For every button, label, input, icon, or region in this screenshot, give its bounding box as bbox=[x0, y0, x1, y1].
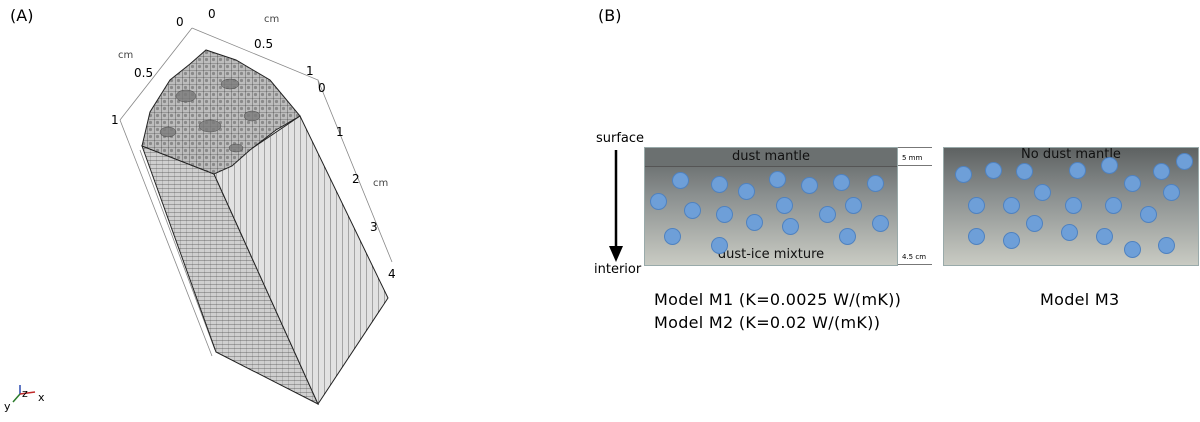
model-m1-label: Model M1 (K=0.0025 W/(mK)) bbox=[654, 290, 902, 309]
unit-z: cm bbox=[373, 178, 388, 189]
ice-grain bbox=[1153, 163, 1170, 180]
scale-45cm: 4.5 cm bbox=[902, 253, 927, 261]
triad-y: y bbox=[4, 400, 11, 413]
ice-grain bbox=[1124, 175, 1141, 192]
column-right-face bbox=[213, 115, 389, 406]
ice-grain bbox=[776, 197, 793, 214]
tick-y-0: 0 bbox=[208, 7, 216, 21]
tick-x-1: 1 bbox=[111, 113, 119, 127]
ice-grain bbox=[833, 174, 850, 191]
ice-grain bbox=[839, 228, 856, 245]
ice-grain bbox=[1026, 215, 1043, 232]
triad-z: z bbox=[22, 387, 28, 400]
ice-grain bbox=[1065, 197, 1082, 214]
ice-grain bbox=[746, 214, 763, 231]
dust-mantle-layer: dust mantle bbox=[645, 148, 897, 167]
ice-grain bbox=[1176, 153, 1193, 170]
model-m3-label: Model M3 bbox=[1040, 290, 1120, 309]
ice-grain bbox=[845, 197, 862, 214]
ice-grain bbox=[1163, 184, 1180, 201]
ice-grain bbox=[738, 183, 755, 200]
ice-grain bbox=[867, 175, 884, 192]
panel-a-label: (A) bbox=[10, 6, 34, 25]
surface-pits bbox=[159, 78, 261, 153]
ice-grain bbox=[1003, 232, 1020, 249]
ice-grain bbox=[650, 193, 667, 210]
panel-b-label: (B) bbox=[598, 6, 622, 25]
unit-x: cm bbox=[118, 50, 133, 61]
ice-grain bbox=[801, 177, 818, 194]
tick-z-0: 0 bbox=[318, 81, 326, 95]
ice-grain bbox=[1096, 228, 1113, 245]
tick-z-3: 3 bbox=[370, 220, 378, 234]
tick-z-1: 1 bbox=[336, 125, 344, 139]
ice-grain bbox=[1034, 184, 1051, 201]
ice-grain bbox=[1016, 163, 1033, 180]
ice-grain bbox=[711, 176, 728, 193]
ice-grain bbox=[782, 218, 799, 235]
ice-grain bbox=[1105, 197, 1122, 214]
ice-grain bbox=[968, 228, 985, 245]
ice-grain bbox=[1124, 241, 1141, 258]
ice-grain bbox=[955, 166, 972, 183]
triad-x: x bbox=[38, 391, 45, 404]
ice-grain bbox=[1140, 206, 1157, 223]
mesh-figure: 0 0.5 1 cm 0 0.5 1 cm 0 1 2 3 4 cm y z x bbox=[4, 7, 396, 413]
tick-x-0: 0 bbox=[176, 15, 184, 29]
scale-mid-line bbox=[898, 165, 932, 166]
scale-top-line bbox=[898, 147, 932, 148]
model-m3-box: No dust mantle bbox=[943, 147, 1199, 266]
bounding-box bbox=[119, 27, 393, 357]
ice-grain bbox=[1003, 197, 1020, 214]
depth-arrow-icon bbox=[609, 150, 623, 262]
tick-z-4: 4 bbox=[388, 267, 396, 281]
ice-grain bbox=[1061, 224, 1078, 241]
interior-label: interior bbox=[594, 262, 642, 277]
ice-grain bbox=[1158, 237, 1175, 254]
ice-grain bbox=[985, 162, 1002, 179]
ice-grain bbox=[968, 197, 985, 214]
scale-bottom-line bbox=[898, 264, 932, 265]
tick-z-2: 2 bbox=[352, 172, 360, 186]
tick-x-05: 0.5 bbox=[134, 66, 153, 80]
ice-grain bbox=[664, 228, 681, 245]
no-dust-mantle-label: No dust mantle bbox=[1021, 147, 1121, 162]
model-m1-m2-box: dust mantle dust-ice mixture bbox=[644, 147, 898, 266]
ice-grain bbox=[872, 215, 889, 232]
tick-y-1: 1 bbox=[306, 64, 314, 78]
dust-mantle-label: dust mantle bbox=[731, 149, 811, 164]
ice-grain bbox=[684, 202, 701, 219]
ice-grain bbox=[716, 206, 733, 223]
model-m2-label: Model M2 (K=0.02 W/(mK)) bbox=[654, 313, 881, 332]
ice-grain bbox=[1069, 162, 1086, 179]
ice-grain bbox=[769, 171, 786, 188]
ice-grain bbox=[819, 206, 836, 223]
unit-y: cm bbox=[264, 14, 279, 25]
surface-label: surface bbox=[596, 131, 645, 146]
ice-grain bbox=[1101, 157, 1118, 174]
tick-y-05: 0.5 bbox=[254, 37, 273, 51]
ice-grain bbox=[672, 172, 689, 189]
axis-triad-icon: y z x bbox=[4, 385, 45, 413]
ice-grain bbox=[711, 237, 728, 254]
dust-ice-mixture-label: dust-ice mixture bbox=[717, 247, 825, 262]
rough-top-surface bbox=[141, 49, 301, 175]
scale-5mm: 5 mm bbox=[902, 154, 923, 162]
